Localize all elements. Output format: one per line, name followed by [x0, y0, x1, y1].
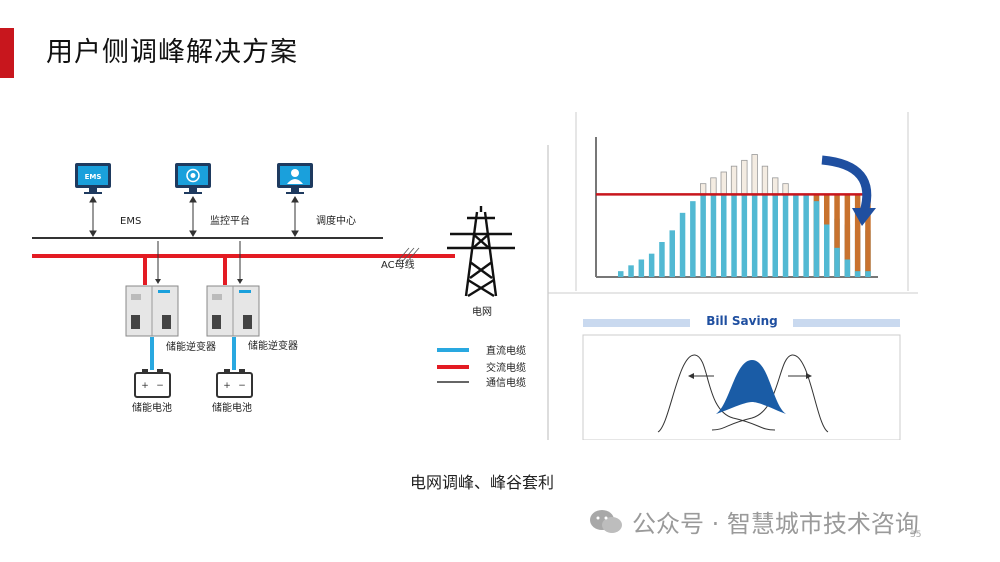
bar-shifted [854, 195, 861, 277]
ac-bus-label: AC母线 [381, 258, 415, 271]
svg-text:+: + [141, 381, 149, 391]
grid-label: 电网 [472, 305, 492, 318]
bar-below [721, 195, 727, 277]
bar-above [761, 165, 769, 196]
dispatch-center-label: 调度中心 [316, 214, 356, 227]
bar-shifted [865, 195, 871, 277]
bar-below [648, 253, 655, 277]
bar-above [772, 177, 779, 196]
svg-text:−: − [156, 381, 164, 391]
ems-screen-text: EMS [85, 173, 102, 181]
bill-band-left [583, 319, 690, 327]
page-number: 35 [910, 530, 922, 540]
bar-above [741, 159, 748, 196]
svg-text:+: + [223, 381, 231, 391]
legend-ac-label: 交流电缆 [486, 361, 526, 374]
bar-below [751, 195, 758, 277]
battery-icon-2: + − [216, 369, 253, 398]
legend: 直流电缆 交流电缆 通信电缆 [437, 344, 526, 389]
bar-below [710, 195, 717, 277]
pcs-cabinet-1 [125, 285, 179, 337]
bar-below [700, 195, 706, 277]
ems-label: EMS [120, 216, 141, 227]
operator-monitor-icon [277, 163, 313, 194]
bar-below [741, 195, 748, 277]
bill-saving-shape [716, 360, 786, 414]
bar-above [751, 154, 758, 196]
wechat-icon [590, 509, 622, 533]
bar-below [638, 259, 645, 277]
bar-shifted [834, 195, 840, 277]
bill-saving-label: Bill Saving [706, 314, 777, 328]
bar-below [659, 242, 665, 277]
title-accent-bar [0, 28, 14, 78]
bar-below [772, 195, 778, 277]
svg-text:−: − [238, 381, 246, 391]
bar-below [690, 201, 696, 277]
bar-below [793, 195, 799, 277]
monitor-platform-label: 监控平台 [210, 214, 250, 227]
bill-band-right [793, 319, 900, 327]
bar-below [628, 265, 634, 277]
legend-dc-label: 直流电缆 [486, 344, 526, 357]
bar-above [720, 171, 727, 196]
bill-saving-curves [657, 354, 829, 433]
bar-below [834, 247, 840, 277]
battery-label-1: 储能电池 [132, 401, 172, 414]
transmission-tower-icon [447, 206, 515, 298]
gear-monitor-icon [175, 163, 211, 194]
pcs-label-2: 储能逆变器 [248, 339, 298, 352]
bar-below [844, 259, 851, 277]
bar-group [618, 154, 871, 277]
peak-chart [595, 137, 878, 278]
caption: 电网调峰、峰谷套利 [409, 473, 554, 492]
bar-below [865, 271, 871, 277]
bar-below [762, 195, 768, 277]
watermark-text: 公众号 · 智慧城市技术咨询 [632, 510, 919, 538]
pcs-label-1: 储能逆变器 [166, 340, 216, 353]
watermark: 公众号 · 智慧城市技术咨询 [588, 504, 919, 539]
page-title: 用户侧调峰解决方案 [46, 37, 298, 68]
shift-arrow-icon [821, 155, 872, 214]
pcs-cabinet-2 [206, 285, 260, 337]
bar-below [782, 195, 789, 277]
battery-label-2: 储能电池 [212, 401, 252, 414]
bar-below [824, 224, 830, 277]
bar-below [679, 212, 686, 277]
peak-shaving-panel: Bill Saving [548, 112, 918, 440]
bar-above [710, 177, 717, 196]
bar-below [803, 195, 809, 277]
bar-below [731, 195, 737, 277]
legend-comm-label: 通信电缆 [486, 376, 526, 389]
bar-shifted [844, 195, 851, 277]
system-diagram: EMS EMS 监控平台 调度中心 AC母线 [32, 145, 549, 440]
battery-icon-1: + − [134, 369, 171, 398]
bar-below [618, 271, 624, 277]
bar-below [813, 201, 820, 277]
bar-above [730, 165, 738, 196]
bar-below [669, 230, 675, 277]
ems-monitor-icon: EMS [75, 163, 111, 194]
bar-below [854, 271, 861, 277]
